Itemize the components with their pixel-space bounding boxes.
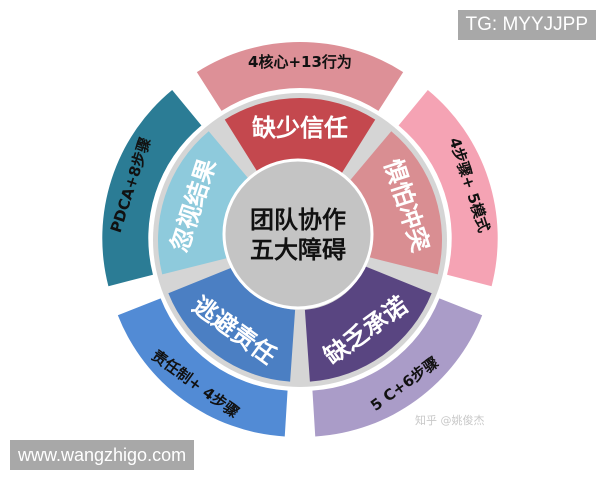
outer-segment-trust <box>196 41 404 111</box>
center-circle <box>222 158 374 310</box>
watermark-attribution: 知乎 @姚俊杰 <box>415 414 485 427</box>
center-title-line2: 五大障碍 <box>250 236 346 264</box>
outer-label-trust: 4核心+13行为 <box>248 53 352 71</box>
outer-segment-accountability <box>117 298 288 437</box>
inner-segment-conflict <box>344 131 442 275</box>
inner-segment-results <box>158 131 256 275</box>
outer-segment-commitment <box>312 298 483 437</box>
outer-segment-results <box>102 89 202 287</box>
inner-segment-accountability <box>168 266 296 382</box>
inner-label-trust: 缺少信任 <box>252 114 348 142</box>
inner-segment-commitment <box>304 266 432 382</box>
center-title-line1: 团队协作 <box>250 206 346 234</box>
watermark-site: www.wangzhigo.com <box>10 440 195 470</box>
watermark-tg: TG: MYYJJPP <box>457 10 596 40</box>
outer-segment-conflict <box>398 89 498 287</box>
inner-segment-trust <box>224 98 376 181</box>
